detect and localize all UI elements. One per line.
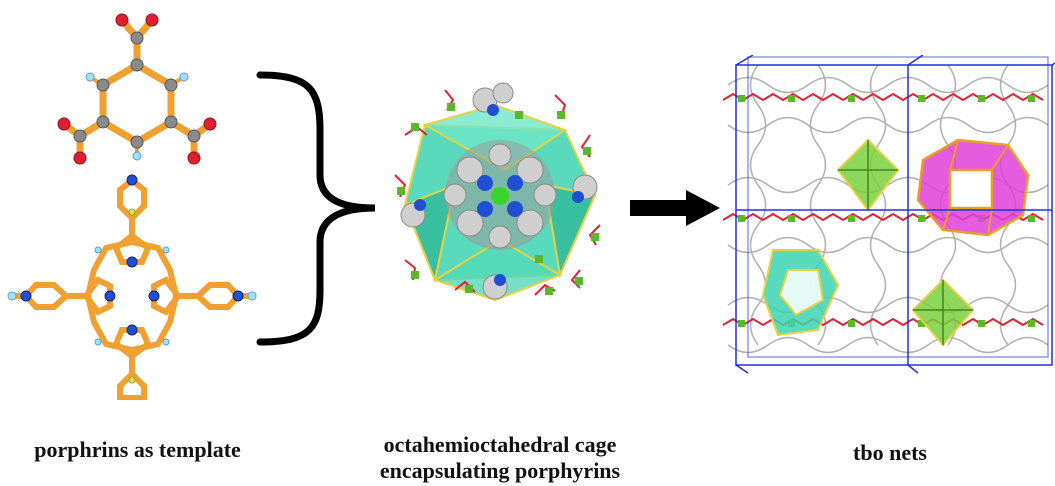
caption-cage-line2: encapsulating porphyrins (379, 458, 621, 483)
porphyrin-molecule (7, 174, 257, 400)
magenta-cage (916, 138, 1030, 237)
tbo-net-svg (722, 55, 1055, 374)
cage-structure (385, 75, 615, 310)
caption-template: porphrins as template (34, 437, 241, 462)
molecules-svg (7, 13, 257, 400)
caption-cage-line1: octahemioctahedral cage (383, 432, 617, 457)
caption-tbo-nets: tbo nets (853, 440, 927, 465)
green-octahedron-bottom (911, 278, 975, 347)
right-arrow-icon (630, 190, 720, 226)
encapsulated-porphyrin (400, 82, 598, 300)
teal-cage (761, 249, 840, 337)
green-octahedron-top (836, 138, 900, 212)
brace (255, 70, 385, 350)
btc-molecule (57, 13, 217, 165)
reaction-arrow (628, 188, 723, 228)
tbo-net-structure (718, 55, 1055, 375)
copper-nodes (397, 103, 599, 295)
right-curly-brace-icon (256, 71, 376, 346)
cage-svg (394, 82, 601, 302)
template-molecules (0, 0, 260, 400)
unit-cell-frame (735, 55, 1055, 374)
